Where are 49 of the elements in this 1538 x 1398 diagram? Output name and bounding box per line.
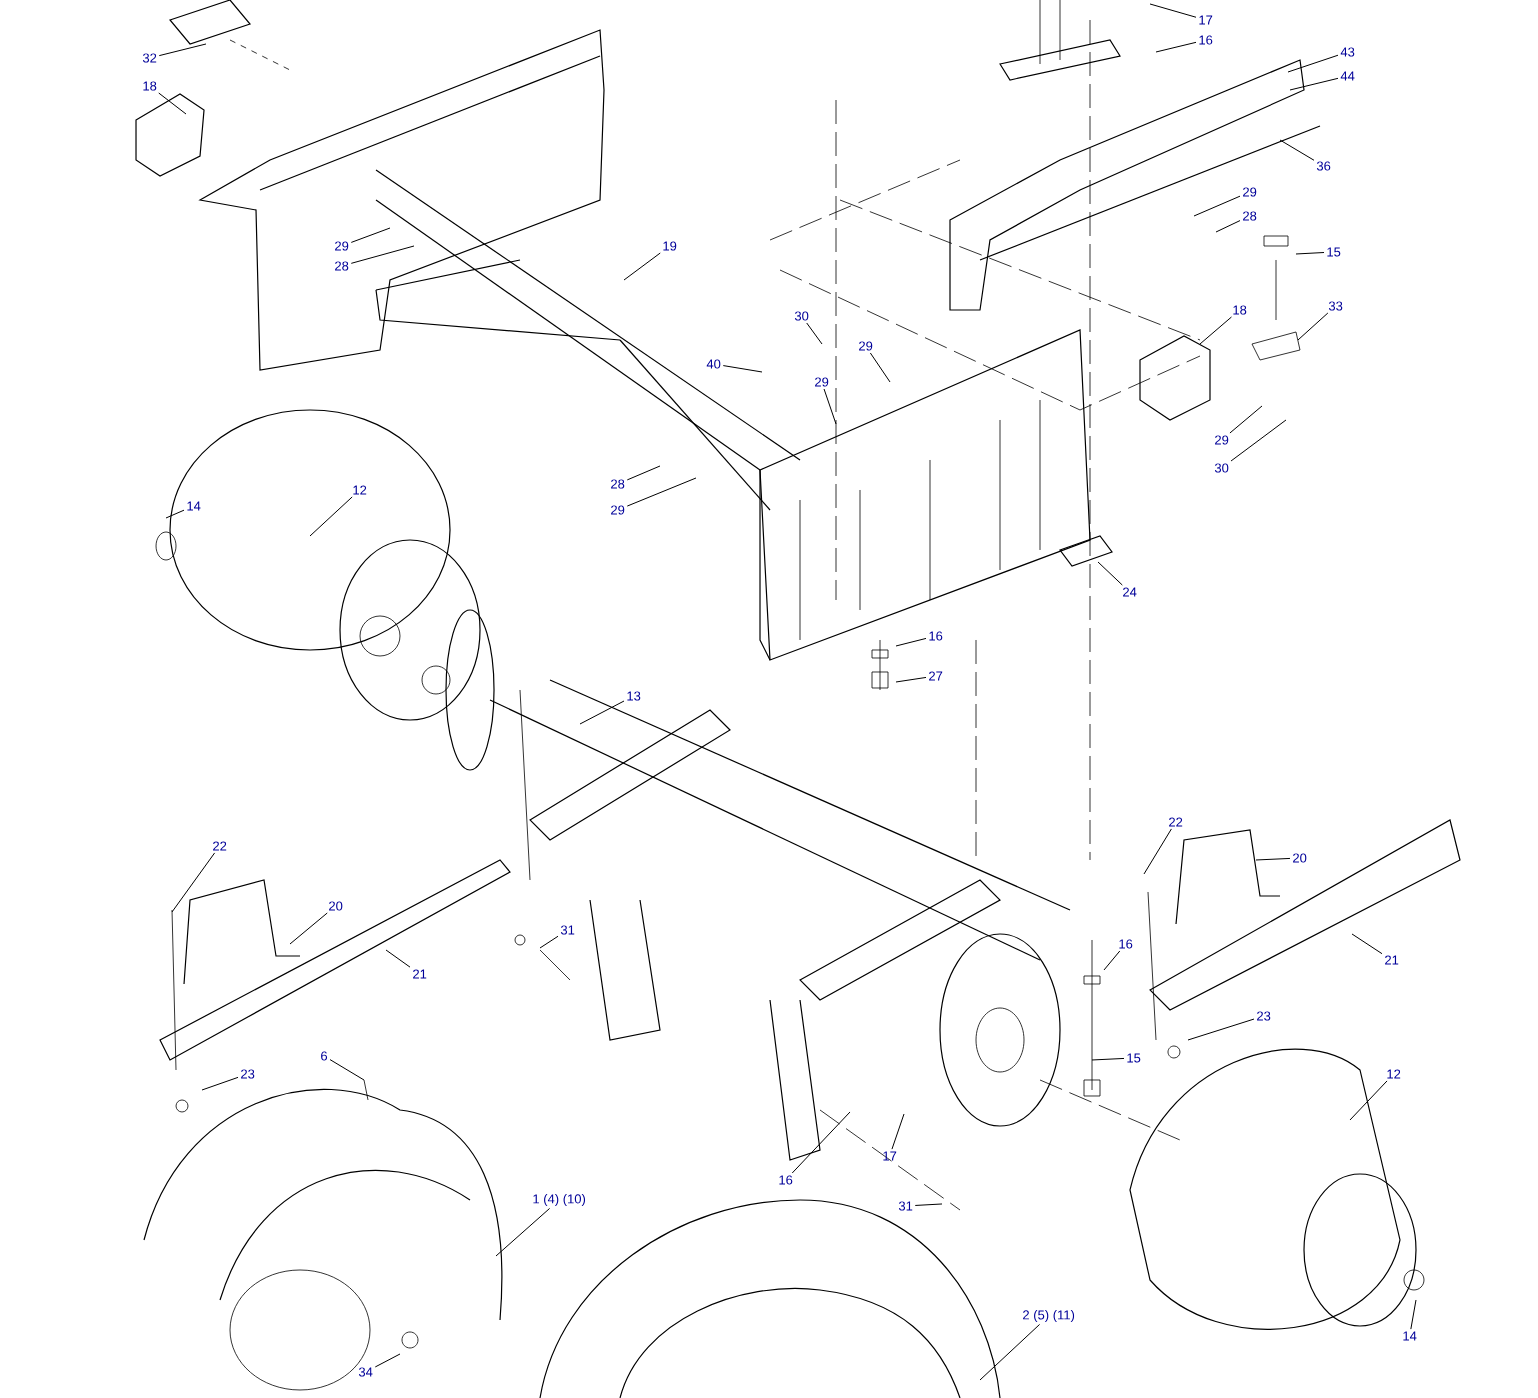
leader-line xyxy=(626,477,697,507)
leader-line xyxy=(1199,316,1232,345)
leader-line xyxy=(374,1353,401,1368)
leader-line xyxy=(201,1076,239,1091)
leader-line xyxy=(626,465,661,481)
leader-line xyxy=(1187,1018,1255,1041)
leader-line xyxy=(891,1113,905,1150)
leader-line xyxy=(1230,419,1287,462)
leader-line xyxy=(1287,54,1339,73)
leader-line xyxy=(1289,77,1339,91)
leader-line xyxy=(895,676,927,683)
leader-line xyxy=(1297,312,1329,341)
leader-line xyxy=(1229,405,1263,434)
leader-line xyxy=(158,43,207,57)
leader-line xyxy=(1143,828,1172,875)
leader-line xyxy=(1091,1057,1125,1061)
leader-line xyxy=(329,1059,365,1081)
leader-line xyxy=(171,852,216,913)
leader-line xyxy=(1295,252,1325,255)
leader-line xyxy=(1097,561,1123,586)
leader-line xyxy=(1215,220,1241,233)
leader-line xyxy=(158,92,187,115)
leader-line xyxy=(165,509,185,519)
leader-line xyxy=(309,496,353,537)
leader-line xyxy=(1410,1299,1417,1330)
leader-line xyxy=(579,700,625,725)
leader-line xyxy=(1193,195,1241,217)
leader-line xyxy=(791,1111,851,1174)
leader-line xyxy=(1255,857,1291,861)
leader-line xyxy=(350,245,415,264)
leader-line xyxy=(806,322,823,345)
leader-line xyxy=(979,1323,1041,1381)
leader-line xyxy=(895,637,927,647)
leader-line xyxy=(495,1207,551,1257)
leader-line xyxy=(623,252,661,281)
leader-line xyxy=(823,388,837,425)
leader-line xyxy=(722,365,763,373)
leader-line xyxy=(385,949,411,968)
leader-line xyxy=(1155,41,1197,53)
leader-line xyxy=(914,1203,943,1206)
leader-line xyxy=(1279,139,1315,161)
leader-line xyxy=(289,912,328,945)
leader-line xyxy=(1103,950,1121,971)
leader-line xyxy=(350,227,391,243)
leader-line xyxy=(1149,3,1197,18)
leader-line xyxy=(1349,1080,1388,1121)
leader-line xyxy=(1351,933,1383,955)
leader-line xyxy=(869,352,891,383)
leader-line xyxy=(539,935,559,949)
